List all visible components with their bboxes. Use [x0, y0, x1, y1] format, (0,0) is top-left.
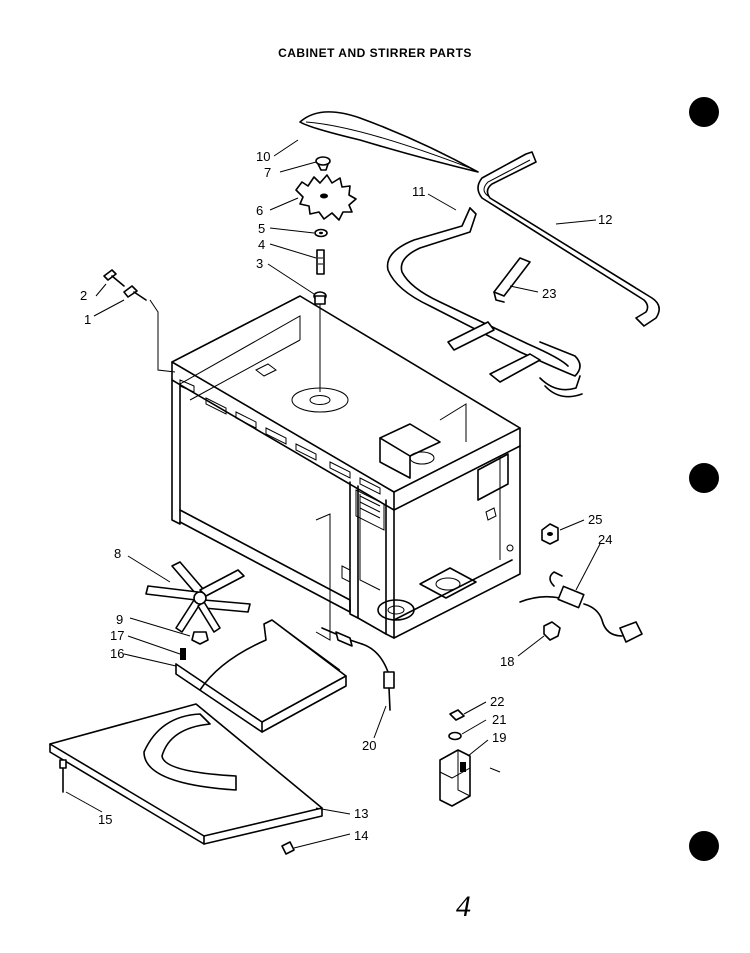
- binder-hole-top: [689, 97, 719, 127]
- part-17-pin: [180, 648, 186, 660]
- part-5-washer: [314, 228, 328, 238]
- callout-22: 22: [490, 694, 504, 709]
- callout-7: 7: [264, 165, 271, 180]
- part-22-nut: [449, 709, 465, 721]
- part-18-fitting: [543, 621, 561, 641]
- callout-9: 9: [116, 612, 123, 627]
- part-24-power-cord: [519, 571, 643, 643]
- page-number: 4: [456, 890, 471, 923]
- cabinet-assembly: [171, 295, 521, 641]
- part-19-terminal-block: [439, 749, 471, 807]
- callout-17: 17: [110, 628, 124, 643]
- part-21-washer: [448, 731, 462, 741]
- part-14-screw: [281, 841, 295, 855]
- part-11-duct: [386, 207, 583, 398]
- callout-19: 19: [492, 730, 506, 745]
- front-frame-slots: [179, 379, 381, 495]
- callout-11: 11: [412, 184, 426, 199]
- part-15-screw: [59, 759, 67, 793]
- part-23-bracket: [493, 257, 531, 303]
- callout-15: 15: [98, 812, 112, 827]
- part-4-shaft: [316, 249, 325, 275]
- callout-1: 1: [84, 312, 91, 327]
- part-3-bearing: [313, 291, 327, 305]
- callout-14: 14: [354, 828, 368, 843]
- callout-5: 5: [258, 221, 265, 236]
- callout-13: 13: [354, 806, 368, 821]
- part-13-bottom-plate: [49, 703, 323, 845]
- part-1-screw: [123, 285, 147, 301]
- callout-3: 3: [256, 256, 263, 271]
- part-12-gasket-channel: [477, 151, 660, 327]
- part-7-screw: [315, 156, 331, 171]
- callout-23: 23: [542, 286, 556, 301]
- callout-10: 10: [256, 149, 270, 164]
- callout-2: 2: [80, 288, 87, 303]
- callout-12: 12: [598, 212, 612, 227]
- binder-hole-middle: [689, 463, 719, 493]
- binder-hole-bottom: [689, 831, 719, 861]
- part-2-screw: [103, 269, 125, 287]
- part-20-probe: [321, 627, 395, 711]
- page-title: CABINET AND STIRRER PARTS: [278, 46, 472, 60]
- part-6-stirrer-blade: [295, 174, 357, 221]
- part-10-gasket-strip: [299, 111, 479, 173]
- callout-21: 21: [492, 712, 506, 727]
- callout-20: 20: [362, 738, 376, 753]
- part-8-fan-blade: [145, 561, 251, 633]
- part-16-duct-panel: [175, 619, 347, 733]
- callout-25: 25: [588, 512, 602, 527]
- callout-8: 8: [114, 546, 121, 561]
- leader-lines: [65, 139, 601, 849]
- leader-1-to-cabinet: [149, 299, 176, 373]
- callout-6: 6: [256, 203, 263, 218]
- callout-labels: 10 7 6 5 4 3 2 1 11 12 23 8 9 17 16 25 2…: [80, 149, 612, 843]
- callout-24: 24: [598, 532, 612, 547]
- part-9-nut: [191, 631, 209, 645]
- part-25-nut: [541, 523, 559, 545]
- callout-16: 16: [110, 646, 124, 661]
- callout-4: 4: [258, 237, 265, 252]
- callout-18: 18: [500, 654, 514, 669]
